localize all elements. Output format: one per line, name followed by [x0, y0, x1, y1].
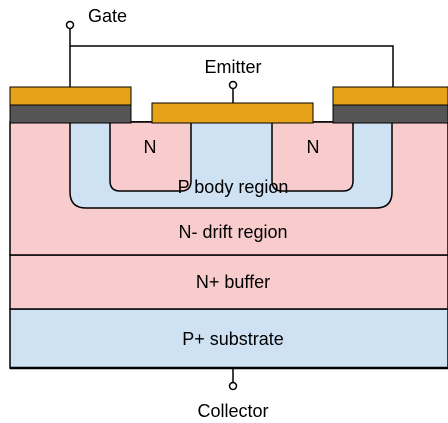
n-source-right: [271, 121, 354, 192]
n-left-label: N: [144, 137, 157, 157]
n-drift-label: N- drift region: [178, 222, 287, 242]
gate-wire: [69, 29, 394, 87]
gate-label: Gate: [88, 6, 127, 26]
p-substrate-label: P+ substrate: [182, 329, 284, 349]
n-right-label: N: [307, 137, 320, 157]
p-body-label: P body region: [178, 177, 289, 197]
collector-terminal-node: [228, 381, 238, 391]
emitter-metal: [151, 102, 314, 124]
gate-metal-right: [332, 86, 448, 106]
n-source-left: [109, 121, 192, 192]
p-substrate-layer: [9, 308, 448, 369]
emitter-terminal-node: [228, 80, 238, 90]
collector-label: Collector: [197, 401, 268, 421]
emitter-label: Emitter: [204, 57, 261, 77]
gate-oxide-right: [332, 103, 448, 124]
n-buffer-label: N+ buffer: [196, 272, 270, 292]
gate-oxide-left: [9, 103, 132, 124]
gate-terminal-node: [65, 20, 75, 30]
n-buffer-layer: [9, 254, 448, 310]
gate-metal-left: [9, 86, 132, 106]
